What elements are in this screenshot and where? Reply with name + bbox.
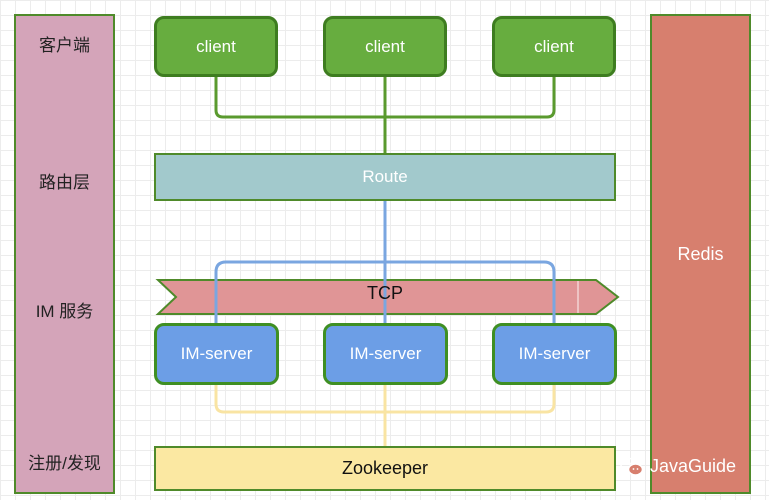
redis-column: Redis <box>650 14 751 494</box>
im-server-node-3: IM-server <box>492 323 617 385</box>
tcp-connectors <box>214 201 556 323</box>
tcp-arrow <box>155 279 620 315</box>
layer-label-im: IM 服务 <box>35 302 94 321</box>
layer-column <box>14 14 115 494</box>
client-connectors <box>214 77 556 153</box>
im-server-node-1: IM-server <box>154 323 279 385</box>
tcp-label: TCP <box>367 283 403 303</box>
watermark-text: JavaGuide <box>650 456 737 476</box>
watermark: JavaGuide <box>620 456 736 477</box>
client-node-2: client <box>323 16 447 77</box>
wechat-icon <box>620 457 644 476</box>
im-server-node-2: IM-server <box>323 323 448 385</box>
layer-label-client: 客户端 <box>39 36 90 55</box>
layer-label-route: 路由层 <box>39 173 90 192</box>
client-node-1: client <box>154 16 278 77</box>
registry-connectors <box>214 385 556 446</box>
layer-label-registry: 注册/发现 <box>28 454 101 473</box>
route-layer: Route <box>154 153 616 201</box>
client-node-3: client <box>492 16 616 77</box>
zookeeper-layer: Zookeeper <box>154 446 616 491</box>
